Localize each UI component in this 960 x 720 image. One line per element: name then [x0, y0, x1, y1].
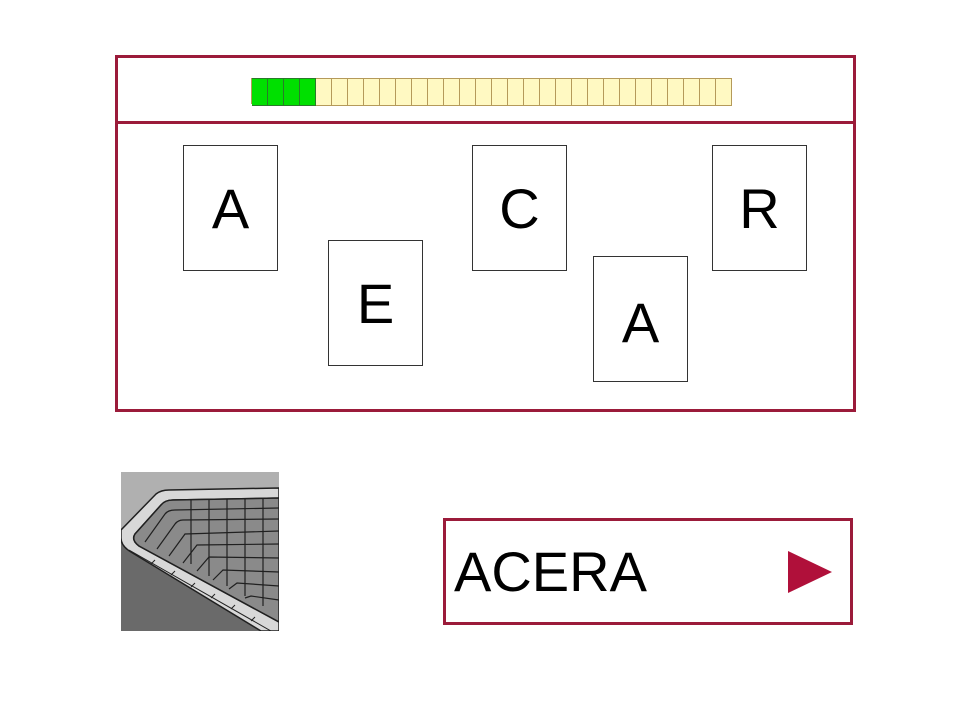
progress-segment-filled — [268, 78, 284, 106]
progress-segment-empty — [508, 78, 524, 106]
progress-segment-filled — [300, 78, 316, 106]
progress-segment-empty — [540, 78, 556, 106]
progress-segment-empty — [476, 78, 492, 106]
progress-segment-empty — [364, 78, 380, 106]
letter-card-c[interactable]: C — [472, 145, 567, 271]
letter-card-a[interactable]: A — [183, 145, 278, 271]
letter-card-r[interactable]: R — [712, 145, 807, 271]
progress-segment-empty — [668, 78, 684, 106]
progress-segment-empty — [572, 78, 588, 106]
letter-board — [115, 55, 856, 412]
progress-segment-empty — [332, 78, 348, 106]
progress-segment-empty — [348, 78, 364, 106]
progress-segment-empty — [700, 78, 716, 106]
progress-bar — [251, 78, 732, 106]
progress-segment-empty — [396, 78, 412, 106]
progress-segment-empty — [556, 78, 572, 106]
letter-card-e[interactable]: E — [328, 240, 423, 366]
progress-segment-empty — [652, 78, 668, 106]
progress-segment-empty — [492, 78, 508, 106]
progress-segment-empty — [316, 78, 332, 106]
progress-segment-empty — [716, 78, 732, 106]
progress-segment-empty — [460, 78, 476, 106]
progress-segment-empty — [412, 78, 428, 106]
progress-segment-empty — [588, 78, 604, 106]
progress-segment-empty — [524, 78, 540, 106]
progress-segment-filled — [252, 78, 268, 106]
progress-segment-empty — [428, 78, 444, 106]
sidewalk-picture — [121, 472, 279, 631]
progress-area — [118, 58, 853, 124]
answer-box: ACERA — [443, 518, 853, 625]
play-triangle-icon[interactable] — [786, 547, 836, 597]
letter-card-a-2[interactable]: A — [593, 256, 688, 382]
progress-segment-empty — [604, 78, 620, 106]
progress-segment-empty — [380, 78, 396, 106]
progress-segment-empty — [444, 78, 460, 106]
answer-word: ACERA — [454, 540, 647, 603]
progress-segment-empty — [636, 78, 652, 106]
progress-segment-empty — [684, 78, 700, 106]
progress-segment-filled — [284, 78, 300, 106]
progress-segment-empty — [620, 78, 636, 106]
